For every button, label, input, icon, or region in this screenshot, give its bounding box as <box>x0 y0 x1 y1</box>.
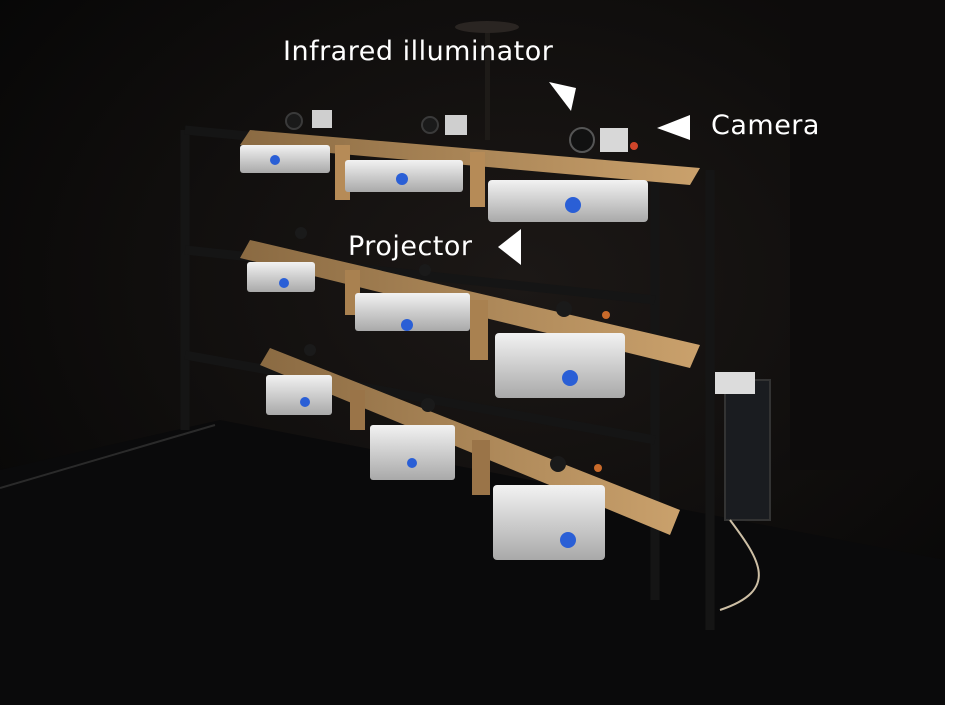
floor-lamp-shade <box>455 21 519 33</box>
wood-support <box>470 300 488 360</box>
arrow-icon <box>657 115 690 140</box>
projector <box>345 160 463 192</box>
projector <box>240 145 330 173</box>
wall-floor-edge <box>0 424 216 489</box>
bottom-white-margin <box>0 705 955 709</box>
projector <box>488 180 648 222</box>
projector <box>355 293 470 331</box>
right-white-margin <box>945 0 955 709</box>
infrared-illuminator-unit <box>285 112 595 472</box>
cable <box>719 519 760 611</box>
projector <box>266 375 332 415</box>
floor-lamp-pole <box>485 30 490 140</box>
projector <box>495 333 625 398</box>
wood-support <box>350 390 365 430</box>
arrow-icon <box>549 82 576 111</box>
curtain <box>790 0 945 470</box>
electronics-box <box>724 379 771 521</box>
infrared-illuminator-label: Infrared illuminator <box>283 36 554 67</box>
wood-support <box>472 440 490 495</box>
white-paper <box>715 372 755 394</box>
arrow-icon <box>498 229 521 265</box>
camera-label: Camera <box>711 110 820 141</box>
wood-support <box>470 152 485 207</box>
projector <box>493 485 605 560</box>
projector-label: Projector <box>348 231 473 262</box>
floor <box>0 420 945 705</box>
projector <box>247 262 315 292</box>
camera-unit <box>312 110 638 472</box>
projector <box>370 425 455 480</box>
